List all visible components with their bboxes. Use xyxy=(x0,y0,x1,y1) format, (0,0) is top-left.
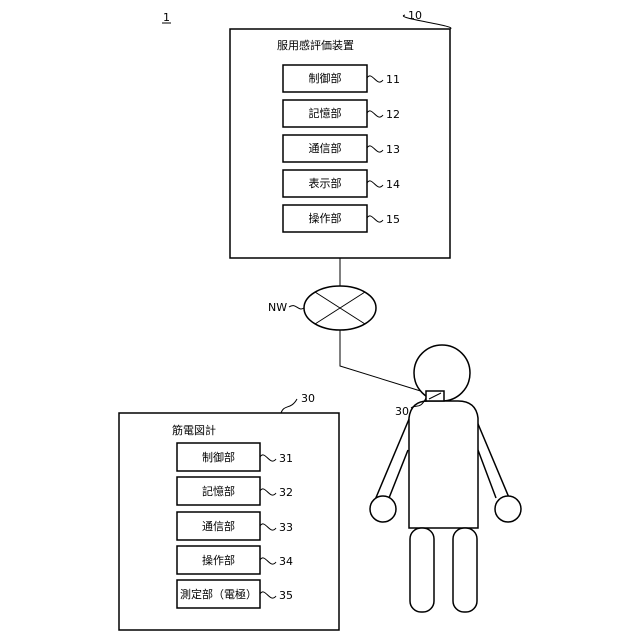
person-right-leg xyxy=(453,528,477,612)
emg-title: 筋電図計 xyxy=(172,423,216,437)
figure-ref: 1 xyxy=(163,11,170,24)
person-figure xyxy=(370,345,521,612)
device-unit-ref: 15 xyxy=(386,213,400,226)
emg-unit-label: 操作部 xyxy=(202,553,235,567)
emg-unit-label: 記憶部 xyxy=(202,484,235,498)
sensor-ref: 30 xyxy=(395,405,409,418)
device-unit-ref: 14 xyxy=(386,178,400,191)
emg-unit-label: 通信部 xyxy=(202,519,235,533)
person-right-hand xyxy=(495,496,521,522)
network-node xyxy=(304,286,376,330)
emg-ref: 30 xyxy=(301,392,315,405)
person-torso xyxy=(409,401,478,528)
device-ref: 10 xyxy=(408,9,422,22)
emg-ref-leader xyxy=(281,399,297,413)
network-label-leader xyxy=(289,306,304,309)
device-unit-label: 操作部 xyxy=(309,211,342,225)
emg-unit-ref: 35 xyxy=(279,589,293,602)
emg-unit-ref: 32 xyxy=(279,486,293,499)
device-unit-ref: 11 xyxy=(386,73,400,86)
emg-unit-ref: 31 xyxy=(279,452,293,465)
device-unit-label: 制御部 xyxy=(309,71,342,85)
device-unit-label: 通信部 xyxy=(309,141,342,155)
device-unit-label: 表示部 xyxy=(309,176,342,190)
emg-unit-label: 測定部（電極） xyxy=(180,587,257,601)
network-to-sensor-line xyxy=(340,330,427,393)
device-title: 服用感評価装置 xyxy=(277,38,354,52)
network-label: NW xyxy=(268,301,287,314)
person-left-leg xyxy=(410,528,434,612)
device-unit-ref: 13 xyxy=(386,143,400,156)
person-right-arm-inner xyxy=(478,450,496,498)
emg-unit-ref: 33 xyxy=(279,521,293,534)
device-unit-label: 記憶部 xyxy=(309,106,342,120)
emg-unit-ref: 34 xyxy=(279,555,293,568)
emg-unit-label: 制御部 xyxy=(202,450,235,464)
person-left-arm-inner xyxy=(389,450,408,498)
person-left-hand xyxy=(370,496,396,522)
device-unit-ref: 12 xyxy=(386,108,400,121)
